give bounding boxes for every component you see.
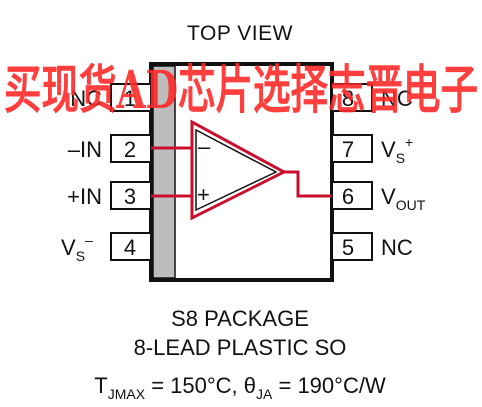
pin-6-box — [331, 181, 373, 210]
opamp-noninverting-sign: + — [197, 182, 210, 207]
opamp-wiring — [151, 146, 332, 198]
output-wire — [284, 170, 332, 198]
pin-4-label-sub: S — [76, 248, 85, 264]
pin-5-number: 5 — [342, 235, 354, 260]
pin-7-label: VS+ — [381, 134, 413, 166]
opamp-triangle-inner — [195, 128, 278, 212]
pin-6-label-sub: OUT — [396, 197, 426, 213]
pin-3-number: 3 — [124, 184, 136, 209]
right-pins: 8 7 6 5 NC VS+ VOUT NC — [331, 83, 426, 261]
watermark-text: 买现货AD芯片选择志晋电子 — [4, 60, 478, 121]
pin-5-box — [331, 232, 373, 261]
pin-3-label: +IN — [67, 184, 102, 209]
opamp-triangle-icon — [190, 119, 288, 221]
pin1-indicator-band — [152, 65, 176, 279]
package-line-1: S8 PACKAGE — [171, 306, 309, 331]
tjmax-symbol: T — [94, 373, 107, 398]
pin-6-label: VOUT — [381, 184, 426, 213]
opamp-inverting-sign: – — [198, 134, 211, 159]
pin-1-number: 1 — [124, 86, 136, 111]
pin-8-label: NC — [381, 86, 413, 111]
pin-4-label: VS– — [61, 232, 93, 264]
pin-1-box — [110, 83, 152, 112]
pin-7-label-sup: + — [405, 134, 413, 150]
tjmax-value: = 150°C, — [145, 373, 244, 398]
pin-5-label: NC — [381, 235, 413, 260]
pin-2-label: –IN — [68, 137, 102, 162]
pin-7-box — [331, 134, 373, 163]
tjmax-sub: JMAX — [108, 386, 146, 402]
pin-4-number: 4 — [124, 235, 136, 260]
theta-value: = 190°C/W — [272, 373, 386, 398]
left-pins: 1 2 3 4 NC –IN +IN VS– — [61, 83, 152, 264]
pin-4-box — [110, 232, 152, 261]
theta-sub: JA — [256, 386, 273, 402]
package-line-2: 8-LEAD PLASTIC SO — [134, 335, 347, 360]
pin-7-number: 7 — [342, 137, 354, 162]
diagram-title: TOP VIEW — [187, 22, 293, 45]
pin-1-label: NC — [70, 86, 102, 111]
thermal-specs: TJMAX = 150°C, θJA = 190°C/W — [94, 373, 386, 402]
pin-2-number: 2 — [124, 137, 136, 162]
pin-4-label-sup: – — [85, 232, 93, 248]
pin-6-label-main: V — [381, 184, 396, 209]
pin-2-box — [110, 134, 152, 163]
theta-symbol: θ — [244, 373, 256, 398]
pin-8-box — [331, 83, 373, 112]
pin-4-label-main: V — [61, 235, 76, 260]
pin-7-label-sub: S — [396, 150, 405, 166]
pin-8-number: 8 — [342, 86, 354, 111]
pin-7-label-main: V — [381, 137, 396, 162]
pin-6-number: 6 — [342, 184, 354, 209]
